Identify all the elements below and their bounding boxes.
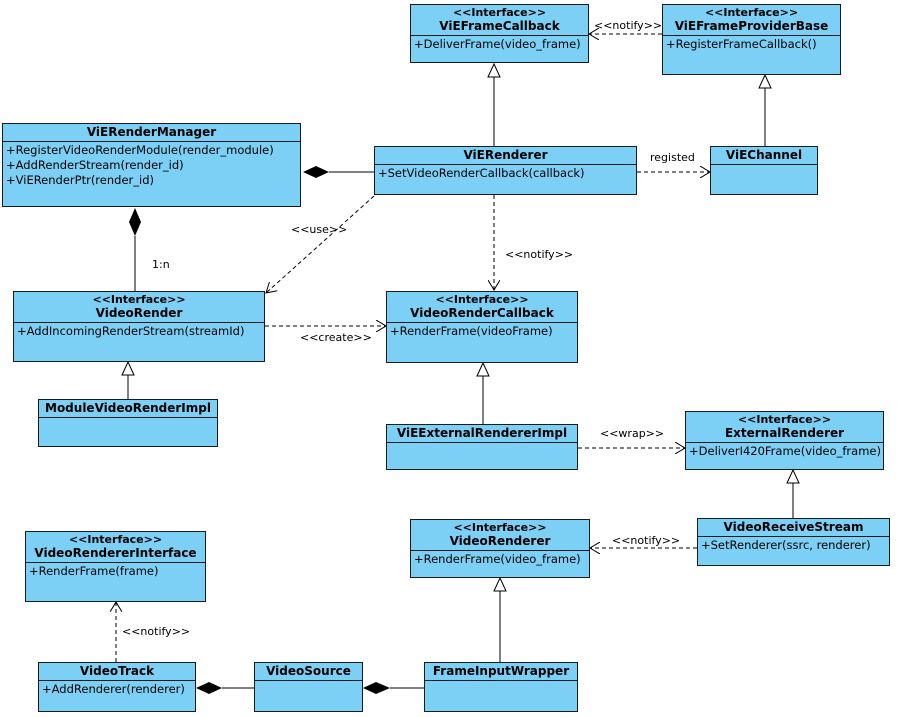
- composition-diamond-manager: [303, 166, 329, 178]
- class-header: <<Interface>> VideoRenderCallback: [387, 292, 577, 323]
- operation: +ViERenderPtr(render_id): [6, 173, 154, 187]
- stereotype-label: <<Interface>>: [92, 293, 186, 306]
- class-name: VideoSource: [266, 664, 351, 678]
- operation: +SetRenderer(ssrc, renderer): [701, 538, 871, 552]
- class-header: <<Interface>> ExternalRenderer: [686, 412, 883, 443]
- class-name: FrameInputWrapper: [432, 664, 570, 678]
- class-name: ViEChannel: [725, 148, 803, 162]
- dependency-use: [266, 195, 375, 293]
- class-vie-external-renderer-impl[interactable]: ViEExternalRendererImpl: [386, 424, 578, 470]
- label-registed: registed: [650, 151, 695, 164]
- class-header: <<Interface>> VideoRenderer: [411, 520, 589, 551]
- operations-compartment: +DeliverFrame(video_frame): [411, 36, 588, 53]
- operations-compartment: +RenderFrame(frame): [26, 563, 205, 580]
- operations-compartment: +RegisterVideoRenderModule(render_module…: [3, 142, 300, 189]
- class-header: FrameInputWrapper: [425, 663, 577, 681]
- class-vie-channel[interactable]: ViEChannel: [710, 146, 818, 195]
- class-name: VideoRendererInterface: [34, 546, 197, 560]
- label-multiplicity: 1:n: [152, 258, 170, 271]
- class-header: ViEChannel: [711, 147, 817, 165]
- operations-compartment: +RegisterFrameCallback(): [663, 36, 840, 53]
- class-header: VideoSource: [255, 663, 362, 681]
- class-video-receive-stream[interactable]: VideoReceiveStream +SetRenderer(ssrc, re…: [697, 518, 890, 566]
- operation: +AddRenderStream(render_id): [6, 158, 184, 172]
- stereotype-label: <<Interface>>: [453, 521, 547, 534]
- operation: +DeliverFrame(video_frame): [414, 37, 581, 51]
- label-wrap: <<wrap>>: [600, 427, 665, 440]
- class-name: VideoReceiveStream: [723, 520, 864, 534]
- class-video-render[interactable]: <<Interface>> VideoRender +AddIncomingRe…: [13, 291, 265, 362]
- operation: +RenderFrame(video_frame): [414, 552, 581, 566]
- class-video-render-callback[interactable]: <<Interface>> VideoRenderCallback +Rende…: [386, 291, 578, 363]
- operations-compartment: +RenderFrame(videoFrame): [387, 323, 577, 340]
- operation: +AddRenderer(renderer): [42, 682, 185, 696]
- class-vie-render-manager[interactable]: ViERenderManager +RegisterVideoRenderMod…: [2, 123, 301, 207]
- operation: +DeliverI420Frame(video_frame): [689, 444, 881, 458]
- operations-compartment: +RenderFrame(video_frame): [411, 551, 589, 568]
- class-vie-frame-callback[interactable]: <<Interface>> ViEFrameCallback +DeliverF…: [410, 4, 589, 63]
- class-header: ViEExternalRendererImpl: [387, 425, 577, 443]
- class-name: ViEExternalRendererImpl: [396, 426, 568, 440]
- class-module-video-render-impl[interactable]: ModuleVideoRenderImpl: [38, 399, 218, 447]
- stereotype-label: <<Interface>>: [704, 6, 799, 19]
- class-header: <<Interface>> ViEFrameProviderBase: [663, 5, 840, 36]
- label-notify-track: <<notify>>: [122, 625, 191, 638]
- operations-compartment: +SetRenderer(ssrc, renderer): [698, 537, 889, 554]
- class-header: VideoTrack: [39, 663, 195, 681]
- composition-diamond-source: [363, 682, 390, 694]
- class-video-source[interactable]: VideoSource: [254, 662, 363, 712]
- class-header: VideoReceiveStream: [698, 519, 889, 537]
- stereotype-label: <<Interface>>: [737, 413, 832, 426]
- operation: +AddIncomingRenderStream(streamId): [17, 324, 245, 338]
- class-vie-renderer[interactable]: ViERenderer +SetVideoRenderCallback(call…: [374, 146, 637, 195]
- class-name: ViEFrameCallback: [439, 19, 560, 33]
- label-notify-receive: <<notify>>: [612, 534, 681, 547]
- stereotype-label: <<Interface>>: [452, 6, 547, 19]
- class-name: VideoTrack: [79, 664, 155, 678]
- operations-compartment: +AddIncomingRenderStream(streamId): [14, 323, 264, 340]
- operations-compartment: +SetVideoRenderCallback(callback): [375, 165, 636, 182]
- composition-diamond-manager-vertical: [129, 208, 141, 236]
- class-header: ModuleVideoRenderImpl: [39, 400, 217, 418]
- label-notify-provider: <<notify>>: [594, 19, 663, 32]
- operation: +RegisterFrameCallback(): [666, 37, 817, 51]
- class-name: ViERenderManager: [86, 125, 217, 139]
- operation: +SetVideoRenderCallback(callback): [378, 166, 585, 180]
- class-name: ViEFrameProviderBase: [674, 19, 829, 33]
- class-header: <<Interface>> VideoRendererInterface: [26, 532, 205, 563]
- stereotype-label: <<Interface>>: [68, 533, 163, 546]
- class-name: ModuleVideoRenderImpl: [45, 401, 211, 415]
- operation: +RenderFrame(frame): [29, 564, 159, 578]
- class-frame-input-wrapper[interactable]: FrameInputWrapper: [424, 662, 578, 712]
- class-header: ViERenderer: [375, 147, 636, 165]
- operations-compartment: +AddRenderer(renderer): [39, 681, 195, 698]
- class-external-renderer[interactable]: <<Interface>> ExternalRenderer +DeliverI…: [685, 411, 884, 470]
- class-video-track[interactable]: VideoTrack +AddRenderer(renderer): [38, 662, 196, 712]
- class-video-renderer-interface[interactable]: <<Interface>> VideoRendererInterface +Re…: [25, 531, 206, 602]
- class-name: VideoRender: [95, 306, 183, 320]
- class-name: ExternalRenderer: [724, 426, 845, 440]
- composition-diamond-track: [196, 682, 222, 694]
- class-name: VideoRenderCallback: [410, 306, 554, 320]
- class-vie-frame-provider-base[interactable]: <<Interface>> ViEFrameProviderBase +Regi…: [662, 4, 841, 75]
- class-header: <<Interface>> VideoRender: [14, 292, 264, 323]
- stereotype-label: <<Interface>>: [435, 293, 529, 306]
- class-header: <<Interface>> ViEFrameCallback: [411, 5, 588, 36]
- operation: +RenderFrame(videoFrame): [390, 324, 553, 338]
- label-notify-renderer: <<notify>>: [505, 248, 574, 261]
- operation: +RegisterVideoRenderModule(render_module…: [6, 143, 274, 157]
- operations-compartment: +DeliverI420Frame(video_frame): [686, 443, 883, 460]
- class-header: ViERenderManager: [3, 124, 300, 142]
- label-create: <<create>>: [300, 331, 372, 344]
- label-use: <<use>>: [291, 223, 348, 236]
- class-video-renderer[interactable]: <<Interface>> VideoRenderer +RenderFrame…: [410, 519, 590, 578]
- class-name: VideoRenderer: [449, 534, 551, 548]
- class-name: ViERenderer: [463, 148, 548, 162]
